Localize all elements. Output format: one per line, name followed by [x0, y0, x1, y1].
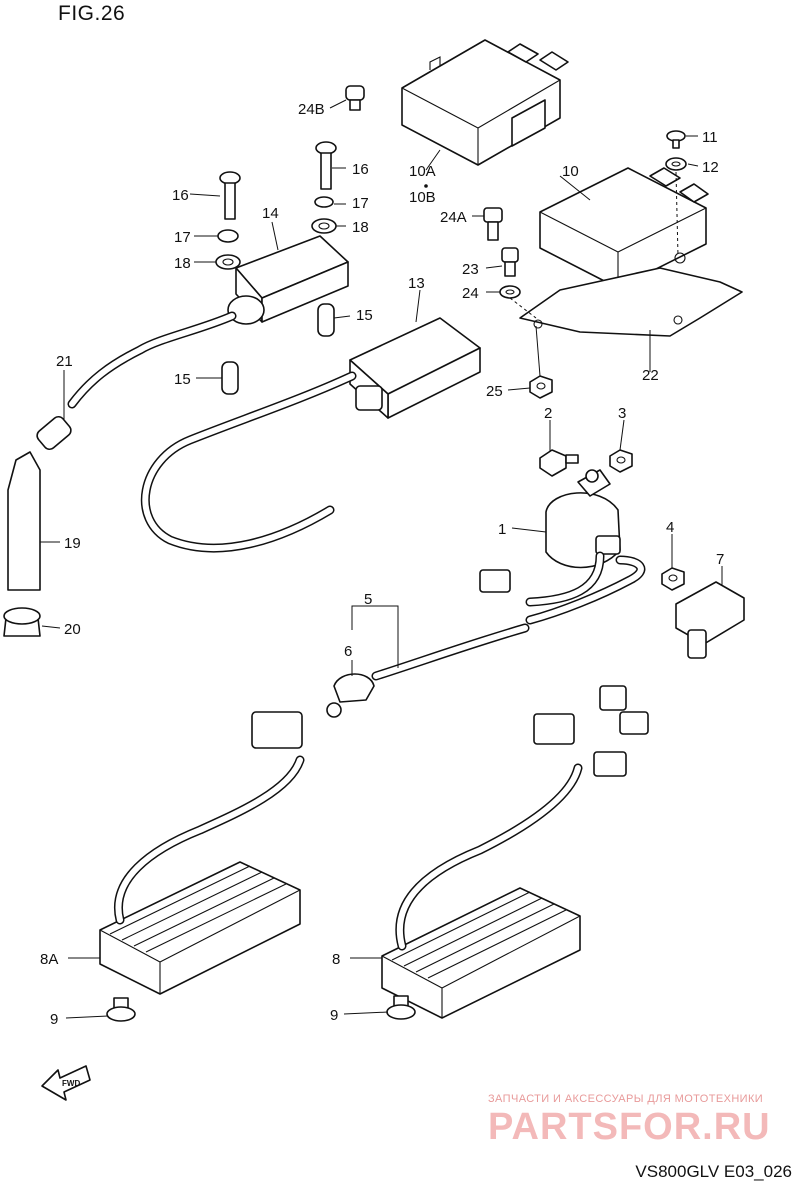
callout-11: 11 — [702, 129, 718, 146]
part-lead-wire-5[interactable] — [371, 551, 646, 681]
callout-9a: 9 — [50, 1011, 58, 1028]
callout-10: 10 — [562, 163, 579, 180]
callout-6: 6 — [344, 643, 352, 660]
callout-5: 5 — [364, 591, 372, 608]
part-ignition-coil-13[interactable] — [349, 317, 481, 419]
part-bolt-23[interactable] — [501, 247, 519, 277]
part-bolt-9a[interactable] — [106, 997, 136, 1022]
callout-20: 20 — [64, 621, 81, 638]
part-nut-25[interactable] — [529, 375, 553, 399]
watermark-logo: PARTSFOR.RU — [488, 1106, 771, 1148]
part-washer-17b[interactable] — [314, 196, 334, 208]
part-washer-18a[interactable] — [215, 254, 241, 270]
callout-12: 12 — [702, 159, 719, 176]
callout-16b: 16 — [352, 161, 369, 178]
callout-22: 22 — [642, 367, 659, 384]
part-bracket-22[interactable] — [519, 252, 743, 337]
leader-lines — [40, 99, 723, 1019]
fwd-label: FWD — [62, 1079, 80, 1088]
part-washer-24[interactable] — [499, 285, 521, 299]
part-spacer-15a[interactable] — [317, 303, 335, 337]
part-bolt-24b[interactable] — [345, 85, 365, 111]
diagram-code: VS800GLV E03_026 — [635, 1162, 792, 1181]
callout-10b: 10B — [409, 189, 436, 206]
part-boot-seal-20[interactable] — [3, 607, 41, 637]
callout-3: 3 — [618, 405, 626, 422]
callout-24b: 24B — [298, 101, 325, 118]
part-bolt-2[interactable] — [539, 449, 579, 477]
part-plug-cap-21[interactable] — [35, 414, 74, 451]
figure-title: FIG.26 — [58, 2, 126, 25]
part-nut-4[interactable] — [661, 567, 685, 591]
callout-labels: 24B 10A 10B 11 12 10 24A 23 24 25 22 16 … — [40, 101, 724, 1028]
callout-8: 8 — [332, 951, 340, 968]
part-spacer-15b[interactable] — [221, 361, 239, 395]
fwd-arrow-icon: FWD — [41, 1065, 91, 1101]
callout-16a: 16 — [172, 187, 189, 204]
callout-8a: 8A — [40, 951, 58, 968]
part-regulator-8[interactable] — [381, 685, 649, 1019]
part-ignition-coil-14[interactable] — [227, 235, 349, 325]
part-nut-3[interactable] — [609, 449, 633, 473]
part-ignitor-10[interactable] — [539, 167, 709, 289]
part-bolt-9b[interactable] — [386, 995, 416, 1020]
part-terminal-cover-6[interactable] — [326, 673, 375, 718]
callout-17b: 17 — [352, 195, 369, 212]
part-plug-boot-19[interactable] — [7, 451, 41, 591]
part-washer-17a[interactable] — [217, 229, 239, 243]
part-screw-16a[interactable] — [219, 171, 241, 220]
callout-14: 14 — [262, 205, 279, 222]
watermark-subtitle: ЗАПЧАСТИ И АКСЕССУАРЫ ДЛЯ МОТОТЕХНИКИ — [488, 1093, 764, 1105]
callout-4: 4 — [666, 519, 674, 536]
high-tension-leads — [67, 311, 357, 553]
callout-7: 7 — [716, 551, 724, 568]
part-screw-16b[interactable] — [315, 141, 337, 190]
part-screw-11[interactable] — [666, 130, 686, 149]
part-washer-12[interactable] — [665, 157, 687, 171]
callout-25: 25 — [486, 383, 503, 400]
callout-18b: 18 — [352, 219, 369, 236]
callout-19: 19 — [64, 535, 81, 552]
callout-21: 21 — [56, 353, 73, 370]
callout-1: 1 — [498, 521, 506, 538]
callout-23: 23 — [462, 261, 479, 278]
callout-13: 13 — [408, 275, 425, 292]
part-ignitor-10a[interactable] — [401, 39, 569, 166]
callout-10a: 10A — [409, 163, 436, 180]
part-regulator-8a[interactable] — [99, 711, 305, 995]
part-cap-7[interactable] — [675, 581, 745, 659]
callout-18a: 18 — [174, 255, 191, 272]
callout-9b: 9 — [330, 1007, 338, 1024]
callout-24: 24 — [462, 285, 479, 302]
part-bolt-24a[interactable] — [483, 207, 503, 241]
part-washer-18b[interactable] — [311, 218, 337, 234]
callout-2: 2 — [544, 405, 552, 422]
callout-24a: 24A — [440, 209, 467, 226]
part-starter-relay-1[interactable] — [545, 469, 621, 569]
callout-17a: 17 — [174, 229, 191, 246]
callout-15b: 15 — [174, 371, 191, 388]
callout-15a: 15 — [356, 307, 373, 324]
